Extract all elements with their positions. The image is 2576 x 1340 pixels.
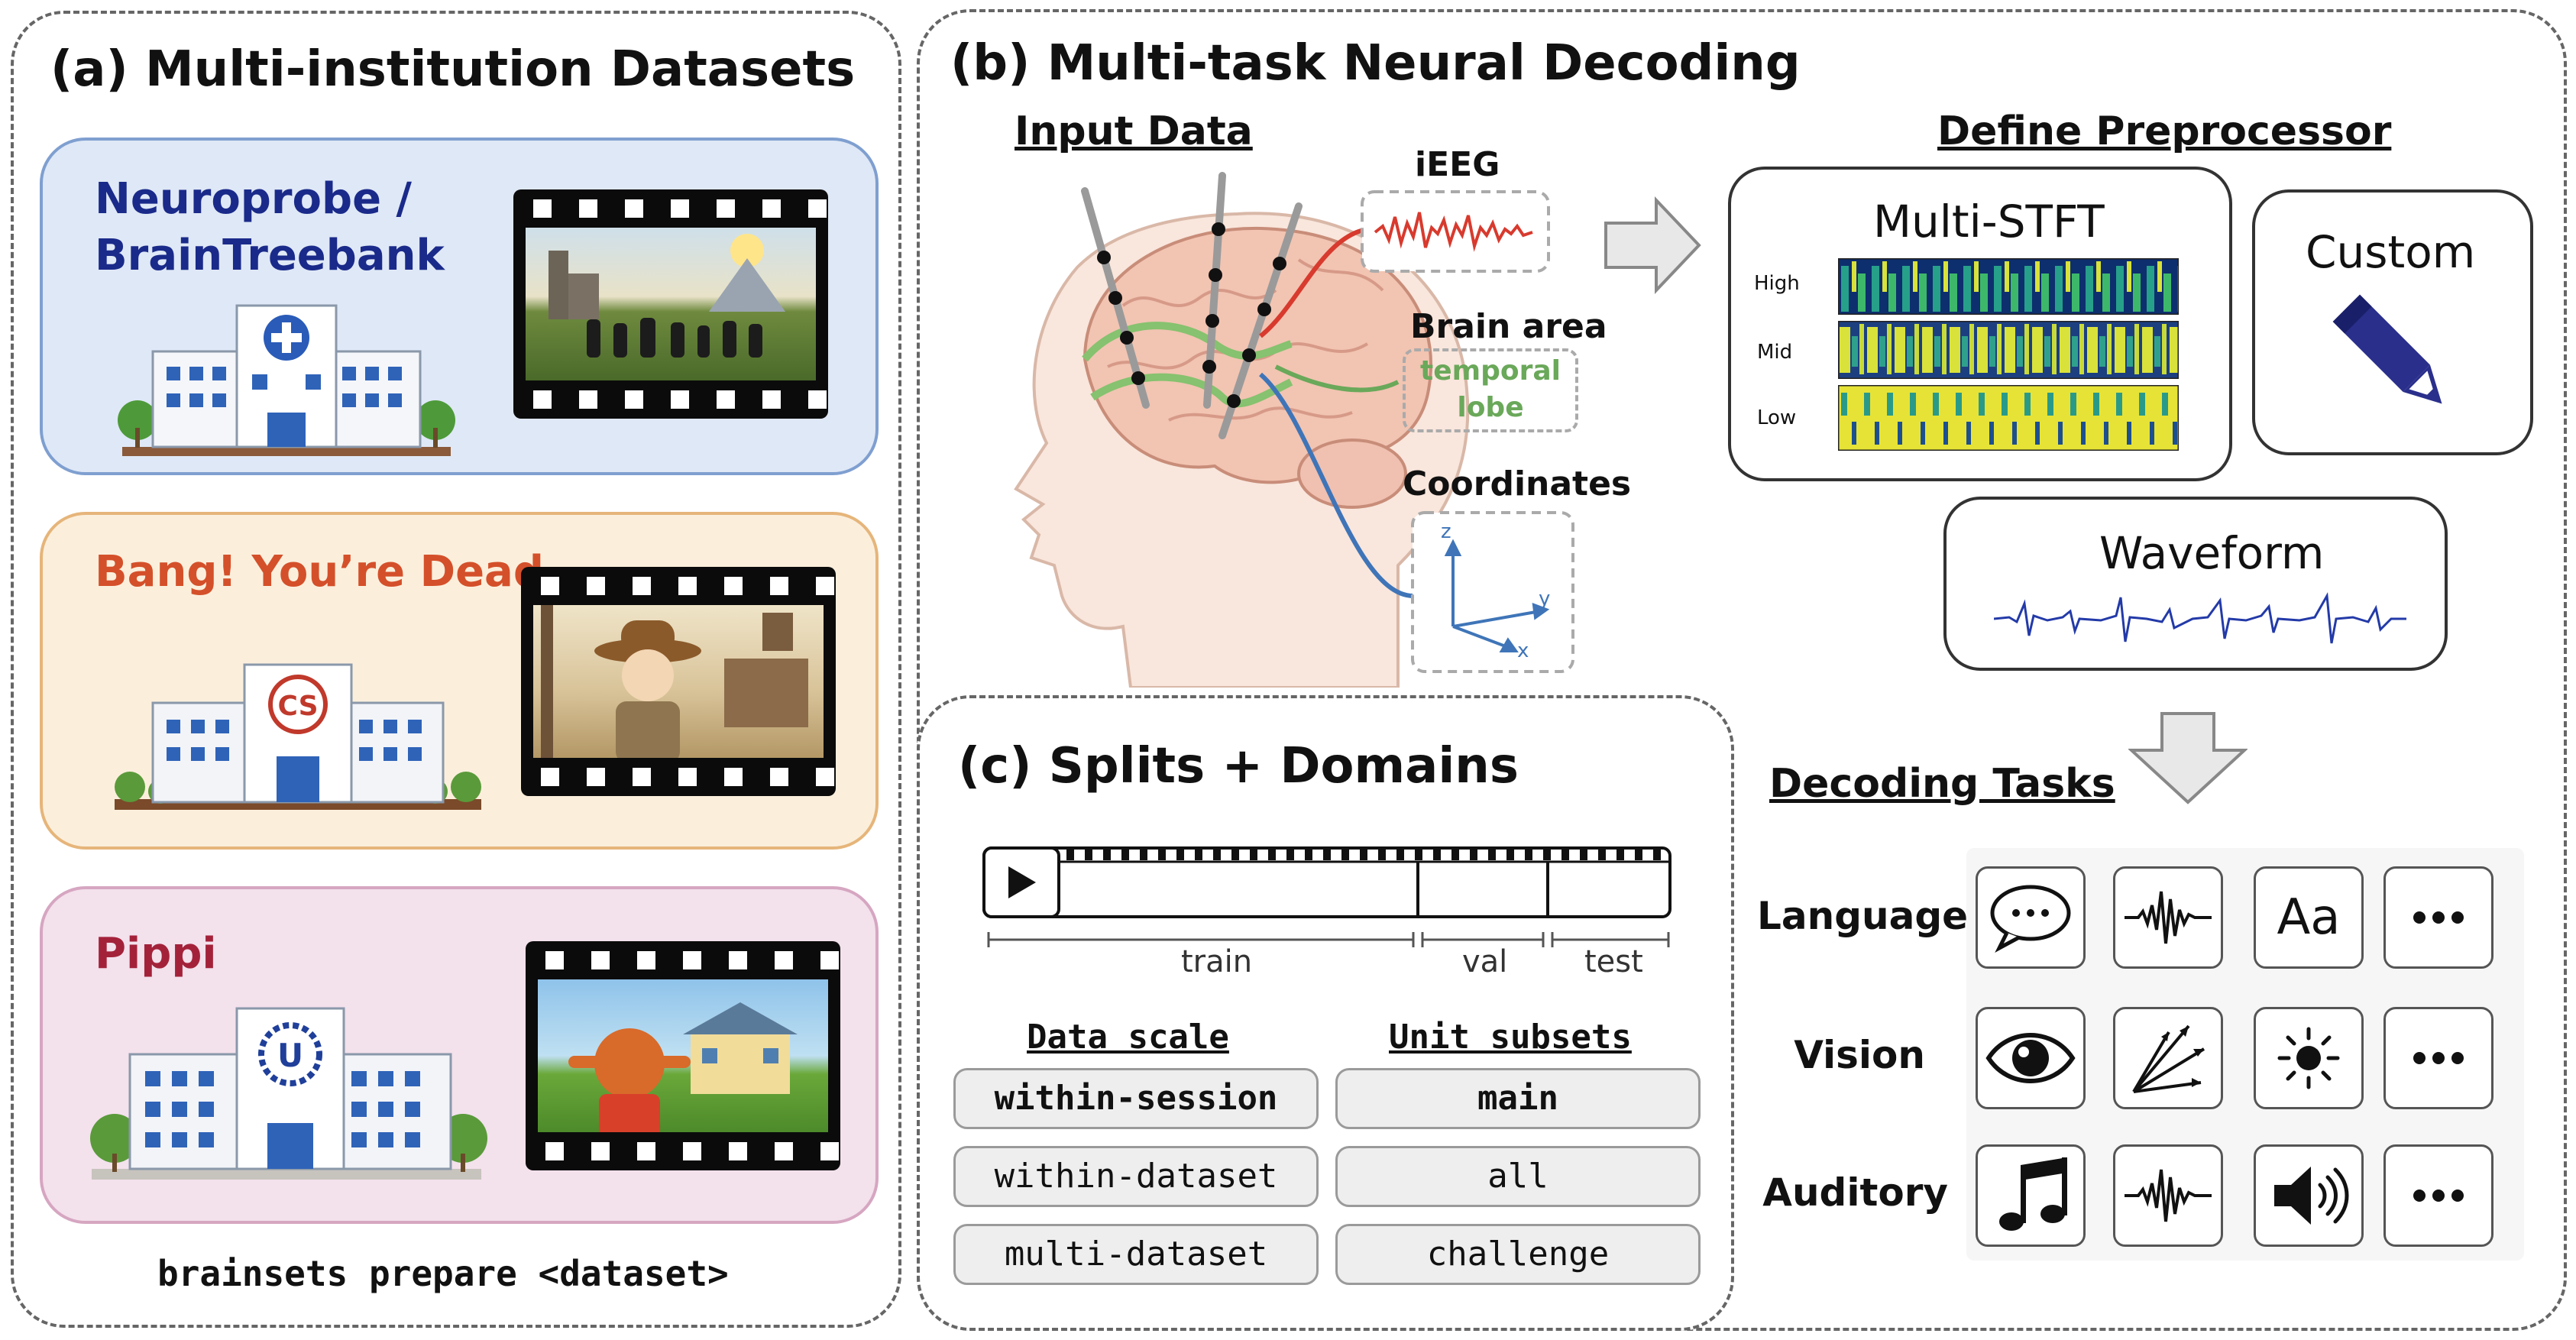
task-row-label-language: Language <box>1757 894 1969 938</box>
custom-label: Custom <box>2306 226 2476 278</box>
task-row-label-auditory: Auditory <box>1762 1170 1948 1215</box>
unit-subsets-heading: Unit subsets <box>1389 1018 1632 1057</box>
motion-arrows-icon <box>2132 1024 2205 1093</box>
waveform-icon <box>2125 1169 2212 1222</box>
task-tile[interactable] <box>2383 1007 2493 1109</box>
brain-area-value: temporal lobe <box>1419 355 1561 423</box>
task-row-label-vision: Vision <box>1794 1033 1925 1077</box>
waveform-label: Waveform <box>2099 527 2325 579</box>
multi-stft-title: Multi-STFT <box>1873 196 2105 248</box>
brightness-icon <box>2277 1027 2340 1089</box>
spectrogram-low <box>1838 385 2179 451</box>
task-tile[interactable] <box>2383 1144 2493 1247</box>
coordinates-axes-box: z y x <box>1411 511 1574 673</box>
split-label-val: val <box>1462 944 1508 979</box>
cs-logo-text: CS <box>277 691 318 722</box>
task-tile[interactable] <box>2113 1007 2223 1109</box>
coordinates-label: Coordinates <box>1403 464 1632 503</box>
x-axis-label: x <box>1517 639 1529 662</box>
institution-building-icon: CS <box>115 663 481 810</box>
speaker-icon <box>2274 1167 2349 1225</box>
ieeg-signal-box <box>1361 190 1550 273</box>
panel-a-title: (a) Multi-institution Datasets <box>50 41 856 98</box>
task-tile[interactable] <box>1976 866 2086 969</box>
university-building-icon: U <box>90 1007 487 1180</box>
waveform-trace <box>1994 592 2406 644</box>
panel-b <box>917 9 2567 1331</box>
band-label: Mid <box>1757 341 1793 364</box>
music-note-icon <box>1999 1157 2067 1231</box>
film-strip-cowboy <box>521 567 836 796</box>
task-tile[interactable] <box>2113 1144 2223 1247</box>
film-strip-castle <box>513 189 828 419</box>
pencil-icon <box>2332 294 2442 404</box>
task-tile[interactable] <box>1976 1144 2086 1247</box>
eye-icon <box>1985 1033 2076 1083</box>
waveform-icon <box>2125 891 2212 944</box>
data-scale-heading: Data scale <box>1027 1018 1229 1057</box>
task-tile[interactable] <box>2383 866 2493 969</box>
text-aa-icon: Aa <box>2277 889 2341 946</box>
dataset-name: Pippi <box>95 929 217 979</box>
task-tile[interactable] <box>2254 1144 2364 1247</box>
right-arrow-icon <box>1604 196 1701 295</box>
unit-subset-option[interactable]: challenge <box>1335 1224 1701 1285</box>
band-label: High <box>1754 272 1800 295</box>
task-tile[interactable] <box>1976 1007 2086 1109</box>
brain-area-label: Brain area <box>1410 307 1607 346</box>
more-icon <box>2413 1189 2464 1202</box>
down-arrow-icon <box>2128 712 2248 804</box>
unit-subset-option[interactable]: main <box>1335 1068 1701 1129</box>
hospital-building-icon <box>118 304 455 456</box>
decoding-tasks-heading: Decoding Tasks <box>1769 761 2115 807</box>
dataset-name: Bang! You’re Dead <box>95 547 544 597</box>
y-axis-label: y <box>1539 587 1550 610</box>
split-label-test: test <box>1584 944 1643 979</box>
define-preprocessor-heading: Define Preprocessor <box>1937 108 2392 154</box>
spectrogram-high <box>1838 258 2179 315</box>
command-text: brainsets prepare <dataset> <box>157 1253 729 1294</box>
dataset-name: Neuroprobe / BrainTreebank <box>95 174 445 280</box>
panel-c-title: (c) Splits + Domains <box>958 738 1519 795</box>
band-label: Low <box>1757 406 1797 429</box>
data-scale-option[interactable]: within-session <box>953 1068 1319 1129</box>
waveform-box[interactable] <box>1943 497 2448 671</box>
panel-b-title: (b) Multi-task Neural Decoding <box>950 35 1801 92</box>
u-logo-text: U <box>277 1037 303 1074</box>
more-icon <box>2413 1052 2464 1064</box>
custom-preprocessor-box[interactable] <box>2252 189 2533 455</box>
z-axis-label: z <box>1441 520 1451 543</box>
data-scale-option[interactable]: within-dataset <box>953 1146 1319 1207</box>
task-tile[interactable] <box>2254 1007 2364 1109</box>
film-strip-pippi <box>526 941 840 1170</box>
ieeg-label: iEEG <box>1415 145 1500 184</box>
task-tile[interactable]: Aa <box>2254 866 2364 969</box>
brain-area-box <box>1403 348 1578 432</box>
task-tile[interactable] <box>2113 866 2223 969</box>
more-icon <box>2413 911 2464 924</box>
data-scale-option[interactable]: multi-dataset <box>953 1224 1319 1285</box>
spectrogram-mid <box>1838 321 2179 379</box>
split-timeline <box>982 846 1671 947</box>
speech-bubble-icon <box>1990 885 2071 953</box>
split-label-train: train <box>1181 944 1253 979</box>
unit-subset-option[interactable]: all <box>1335 1146 1701 1207</box>
brain-head-illustration <box>1014 172 1470 688</box>
panel-a <box>11 11 901 1328</box>
input-data-heading: Input Data <box>1015 108 1253 154</box>
